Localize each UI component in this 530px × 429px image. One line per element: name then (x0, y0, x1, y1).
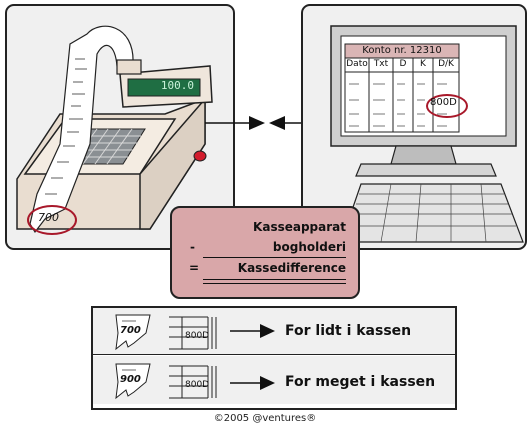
legend-ledger-2-value: 800D (185, 380, 210, 390)
ledger-col-k: K (420, 59, 426, 69)
legend-receipt-1-value: 700 (120, 325, 141, 336)
legend-text-too-much: For meget i kassen (285, 374, 436, 390)
computer-illustration (330, 25, 524, 243)
calc-line-kassedifference: Kassedifference (237, 261, 346, 275)
ledger-col-dk: D/K (438, 59, 454, 69)
calc-equals-sign: = (189, 261, 200, 275)
ledger-col-dato: Dato (346, 59, 368, 69)
legend-receipt-2-value: 900 (120, 374, 141, 385)
legend-arrow-2-icon (230, 376, 275, 390)
receipt-value: 700 (38, 211, 59, 224)
cash-register-icon (16, 25, 213, 234)
calc-line-bogholderi: bogholderi (272, 240, 346, 254)
calc-line-kasseapparat: Kasseapparat (253, 220, 346, 234)
receipt-highlight-circle (27, 205, 77, 235)
legend-row-1 (93, 308, 455, 355)
legend-receipt-1-icon (115, 314, 151, 351)
ledger-highlight-circle (426, 94, 468, 118)
legend-receipt-2-icon (115, 363, 151, 400)
legend-row-2 (93, 356, 455, 404)
cash-register-illustration (16, 25, 213, 234)
legend-ledger-1-value: 800D (185, 331, 210, 341)
calc-underline (203, 257, 346, 258)
ledger-col-d: D (399, 59, 407, 69)
ledger-header-row: Dato Txt D K D/K (345, 59, 459, 73)
legend-ledger-2-icon (169, 365, 217, 399)
calc-double-underline (203, 279, 346, 284)
legend-ledger-1-icon (169, 316, 217, 350)
ledger-title: Konto nr. 12310 (362, 45, 442, 56)
legend-arrow-1-icon (230, 324, 275, 338)
legend-text-too-little: For lidt i kassen (285, 323, 412, 339)
register-display: 100.0 (160, 79, 194, 92)
copyright-footer: ©2005 @ventures® (213, 413, 317, 424)
ledger-col-txt: Txt (373, 59, 389, 69)
ledger-balance: 800D (430, 97, 457, 108)
calc-minus-sign: - (190, 240, 195, 254)
